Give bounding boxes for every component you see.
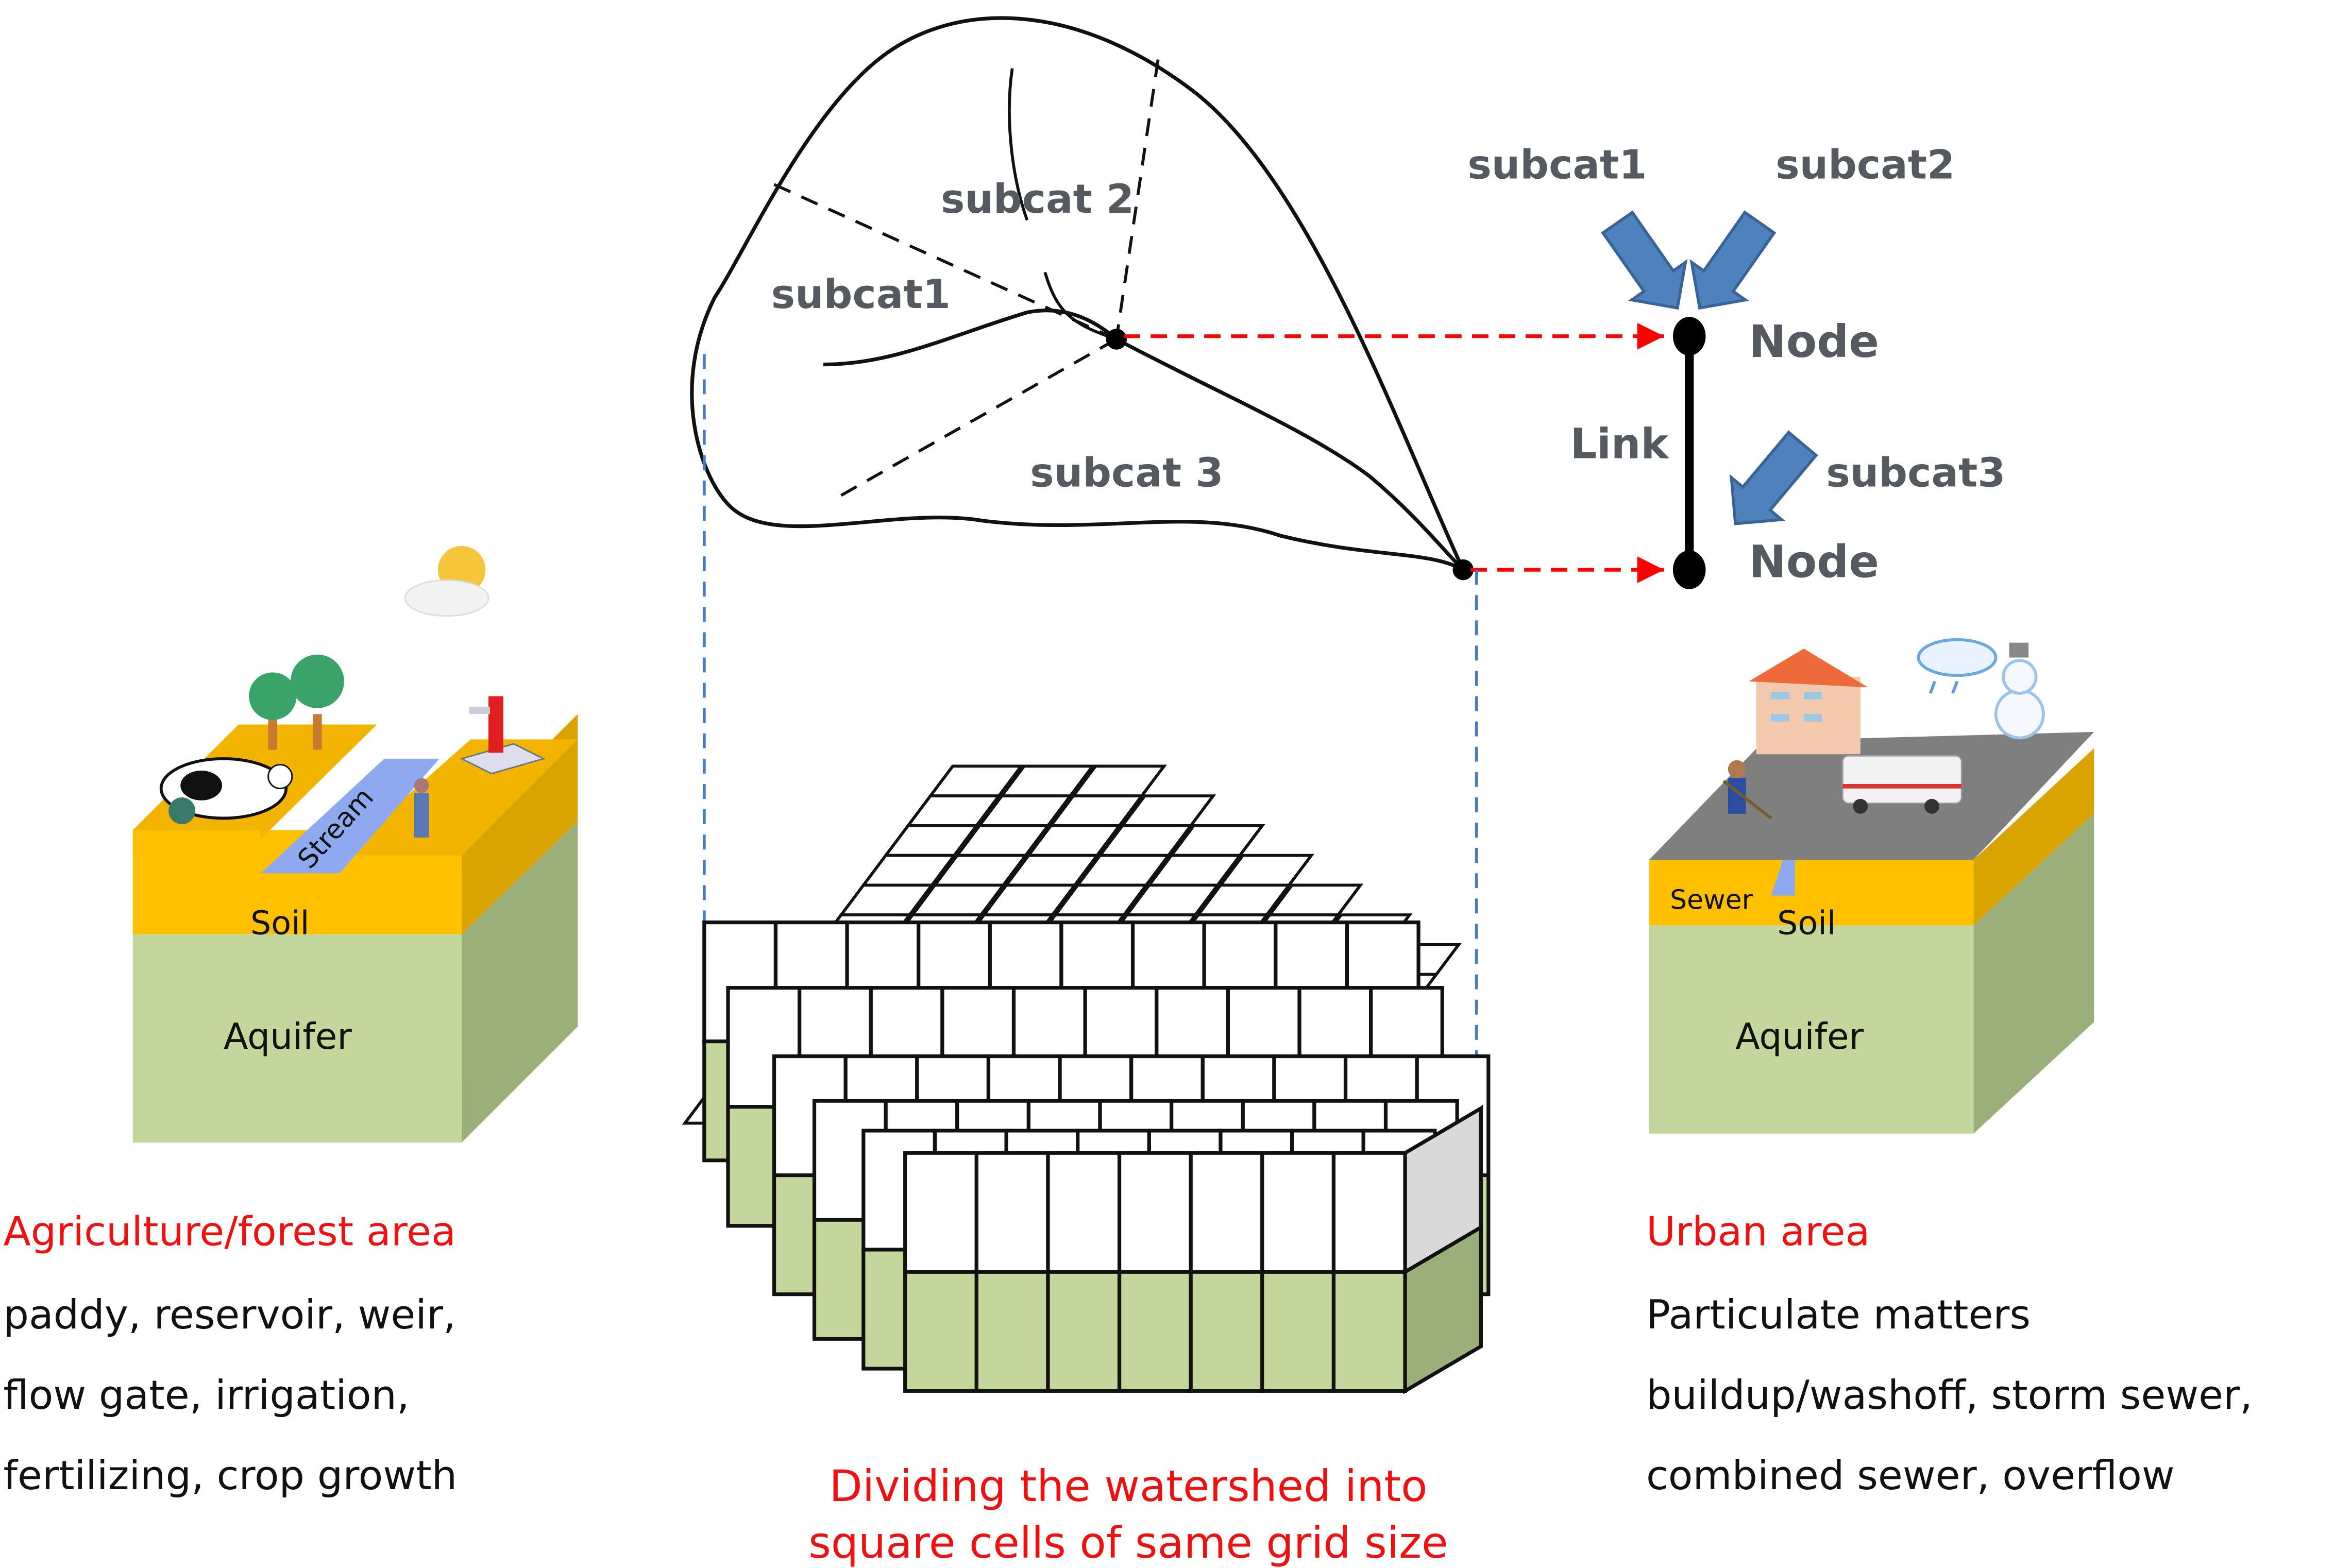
urban-line: buildup/washoff, storm sewer, xyxy=(1646,1372,2253,1419)
grid-cell xyxy=(1046,1151,1122,1274)
agriculture-line: fertilizing, crop growth xyxy=(4,1453,458,1499)
soil-label: Soil xyxy=(250,904,309,942)
aquifer-layer xyxy=(132,934,462,1143)
agriculture-block: Stream Soil Aquifer xyxy=(132,546,578,1143)
snowman-icon xyxy=(1994,642,2045,740)
sewer-pipe xyxy=(1771,860,1795,896)
grid-cell-aquifer xyxy=(903,1270,978,1393)
grid-cell-aquifer xyxy=(1189,1270,1264,1393)
soil-top xyxy=(340,739,578,856)
soil-side xyxy=(462,714,578,934)
grid-cell-aquifer xyxy=(1117,1270,1193,1393)
agriculture-line: paddy, reservoir, weir, xyxy=(4,1292,456,1338)
inflow-arrow-icon xyxy=(1689,210,1777,310)
grid-cell xyxy=(1331,1151,1407,1274)
grid-cell xyxy=(974,1151,1050,1274)
aquifer-label: Aquifer xyxy=(1735,1016,1864,1058)
node-point xyxy=(1672,550,1706,589)
subcat-label: subcat1 xyxy=(771,271,951,318)
grid-cell xyxy=(1117,1151,1193,1274)
node-point xyxy=(1672,317,1706,356)
subcatchment-divider xyxy=(1114,59,1160,339)
outlet-point xyxy=(1106,329,1127,350)
aquifer-side xyxy=(462,821,578,1143)
grid-cell xyxy=(1189,1151,1264,1274)
inflow-arrow-icon xyxy=(1601,210,1688,310)
stream-line xyxy=(1115,337,1465,571)
soil-top xyxy=(132,830,253,856)
outlet-point xyxy=(1452,559,1474,581)
farmer-icon xyxy=(414,778,429,838)
stream-line xyxy=(823,309,1118,367)
grid-description: Dividing the watershed into xyxy=(829,1461,1427,1511)
link-label: Link xyxy=(1570,420,1670,469)
sewer-label: Sewer xyxy=(1670,885,1753,916)
trees-icon xyxy=(249,654,344,750)
grid-cell xyxy=(903,1151,978,1274)
urban-block: Sewer Soil Aquifer xyxy=(1649,638,2094,1134)
watershed-map: subcat1 subcat 2 subcat 3 xyxy=(690,16,1474,581)
rain-cloud-icon xyxy=(1917,638,1998,694)
bus-icon xyxy=(1841,755,1963,814)
grid-cell-aquifer xyxy=(1331,1270,1407,1393)
urban-line: Particulate matters xyxy=(1646,1292,2031,1338)
subcat-label: subcat 3 xyxy=(1030,450,1223,496)
inflow-label: subcat1 xyxy=(1467,142,1647,189)
node-link-network: Node Node Link subcat1 subcat2 subcat3 xyxy=(1467,142,2005,589)
node-label: Node xyxy=(1749,316,1879,368)
grid-cell-aquifer xyxy=(974,1270,1050,1393)
stream-line xyxy=(1008,68,1029,221)
street-sweeper-icon xyxy=(1722,760,1772,820)
agriculture-title: Agriculture/forest area xyxy=(4,1208,456,1255)
grid-description: square cells of same grid size xyxy=(808,1518,1448,1568)
grid-cells xyxy=(682,764,1491,1394)
grid-cell-aquifer xyxy=(1260,1270,1336,1393)
watershed-boundary xyxy=(690,16,1467,574)
aquifer-side xyxy=(1973,813,2094,1134)
grid-cell xyxy=(1260,1151,1336,1274)
inflow-arrow-icon xyxy=(1729,430,1818,525)
sun-cloud-icon xyxy=(404,546,489,617)
grid-side-face xyxy=(1403,1224,1483,1394)
agriculture-line: flow gate, irrigation, xyxy=(4,1372,410,1419)
node-label: Node xyxy=(1749,537,1879,588)
water-pump-icon xyxy=(460,696,546,775)
aquifer-label: Aquifer xyxy=(224,1016,352,1058)
soil-layer xyxy=(1649,860,1974,926)
inflow-label: subcat3 xyxy=(1826,450,2005,496)
subcatchment-divider xyxy=(773,183,1117,341)
soil-side xyxy=(1973,748,2094,926)
subcatchment-divider xyxy=(840,337,1118,497)
soil-label: Soil xyxy=(1777,904,1836,942)
inflow-label: subcat2 xyxy=(1775,142,1955,189)
subcat-label: subcat 2 xyxy=(941,176,1134,223)
cow-farmer-icon xyxy=(159,757,293,824)
stream-channel xyxy=(261,758,439,874)
grid-cell-aquifer xyxy=(1046,1270,1122,1393)
urban-title: Urban area xyxy=(1646,1208,1870,1255)
building-icon xyxy=(1749,649,1868,755)
urban-line: combined sewer, overflow xyxy=(1646,1453,2175,1499)
aquifer-layer xyxy=(1649,925,1974,1134)
